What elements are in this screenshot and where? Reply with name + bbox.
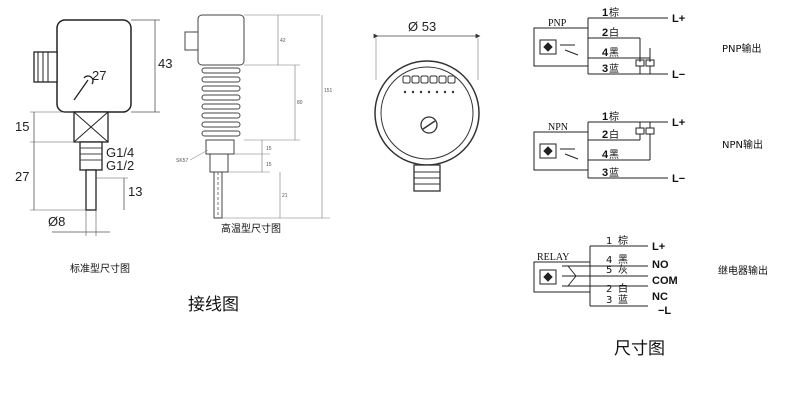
relay-wire-1-color: 棕 xyxy=(618,234,628,247)
dim-wrench: 27 xyxy=(92,68,106,83)
npn-wire-3-color: 黑 xyxy=(609,149,619,161)
wrench-icon xyxy=(73,75,94,101)
pnp-term-lplus: L+ xyxy=(672,13,685,25)
relay-term-lminus: −L xyxy=(658,305,671,317)
relay-wire-5-num: 3 xyxy=(606,295,612,306)
thread-label-1: G1/4 xyxy=(106,145,134,160)
ht-body xyxy=(197,14,245,66)
ht-hex xyxy=(205,139,235,155)
npn-label: NPN xyxy=(548,122,568,133)
high-temp-caption: 高温型尺寸图 xyxy=(221,222,281,235)
ht-part-label: SK57 xyxy=(176,158,188,164)
standard-type-drawing: 27 43 15 27 G1/4 G1/2 13 Ø8 标准型尺寸图 xyxy=(15,19,172,275)
npn-wire-4-num: 3 xyxy=(602,167,608,179)
npn-output-label: NPN输出 xyxy=(722,138,763,151)
pnp-wire-2-color: 白 xyxy=(609,26,619,39)
npn-term-lplus: L+ xyxy=(672,117,685,129)
relay-label: RELAY xyxy=(537,252,569,263)
relay-wire-2-num: 4 xyxy=(606,255,612,266)
sensor-body xyxy=(56,19,132,113)
dim-diameter: Ø8 xyxy=(48,214,65,229)
npn-wire-2-color: 白 xyxy=(609,128,619,141)
relay-wire-2-color: 黑 xyxy=(618,254,628,266)
ht-dim-2: 80 xyxy=(297,100,303,106)
relay-wire-5-color: 蓝 xyxy=(618,294,628,306)
relay-term-lplus: L+ xyxy=(652,241,665,253)
npn-wire-4-color: 蓝 xyxy=(609,167,619,179)
dim-13: 13 xyxy=(128,184,142,199)
pnp-label: PNP xyxy=(548,18,567,29)
relay-wire-3-num: 5 xyxy=(606,265,612,276)
relay-term-com: COM xyxy=(652,275,678,287)
npn-term-lminus: L− xyxy=(672,173,685,185)
ht-connector xyxy=(184,31,199,51)
pnp-wire-4-num: 3 xyxy=(602,63,608,75)
pnp-output-label: PNP输出 xyxy=(722,42,762,55)
cooling-fins xyxy=(201,67,241,137)
ht-thread xyxy=(209,153,229,173)
relay-wiring xyxy=(533,245,648,307)
front-diameter: Ø 53 xyxy=(408,19,436,34)
standard-caption: 标准型尺寸图 xyxy=(70,262,130,275)
ht-dim-1: 42 xyxy=(280,38,286,44)
thread xyxy=(79,141,103,171)
npn-wire-1-num: 1 xyxy=(602,111,608,123)
relay-wire-3-color: 灰 xyxy=(618,263,628,276)
npn-wire-1-color: 棕 xyxy=(609,110,619,123)
high-temp-drawing: 42 80 151 15 15 21 SK57 高温型尺寸图 xyxy=(176,14,333,235)
npn-wiring xyxy=(533,121,668,179)
npn-wire-3-num: 4 xyxy=(602,149,609,161)
relay-output-label: 继电器输出 xyxy=(718,264,768,277)
relay-term-no: NO xyxy=(652,259,669,271)
led-row xyxy=(402,75,456,84)
ht-dim-6: 21 xyxy=(282,193,288,199)
pnp-wire-3-num: 4 xyxy=(602,47,609,59)
relay-wire-4-num: 2 xyxy=(606,284,612,295)
relay-wire-4-color: 白 xyxy=(618,282,628,295)
probe xyxy=(85,169,97,211)
pnp-wire-3-color: 黑 xyxy=(609,47,619,59)
pnp-wiring xyxy=(533,17,668,75)
npn-wire-2-num: 2 xyxy=(602,129,608,141)
inner-ring xyxy=(380,66,474,160)
relay-term-nc: NC xyxy=(652,291,668,303)
relay-wire-1-num: 1 xyxy=(606,236,612,247)
pnp-wire-4-color: 蓝 xyxy=(609,63,619,75)
ht-dim-4: 15 xyxy=(266,146,272,152)
dim-height: 43 xyxy=(158,56,172,71)
ht-dim-3: 151 xyxy=(324,88,333,94)
pnp-term-lminus: L− xyxy=(672,69,685,81)
wiring-caption: 接线图 xyxy=(188,295,239,315)
front-view: Ø 53 xyxy=(373,19,481,192)
pnp-wire-1-num: 1 xyxy=(602,7,608,19)
ht-dim-5: 15 xyxy=(266,162,272,168)
dim-15: 15 xyxy=(15,119,29,134)
dimension-caption: 尺寸图 xyxy=(614,339,665,359)
pnp-wire-2-num: 2 xyxy=(602,27,608,39)
indicator-dots xyxy=(403,90,455,94)
pnp-wire-1-color: 棕 xyxy=(609,6,619,19)
side-connector xyxy=(33,51,58,83)
dim-27: 27 xyxy=(15,169,29,184)
thread-label-2: G1/2 xyxy=(106,158,134,173)
